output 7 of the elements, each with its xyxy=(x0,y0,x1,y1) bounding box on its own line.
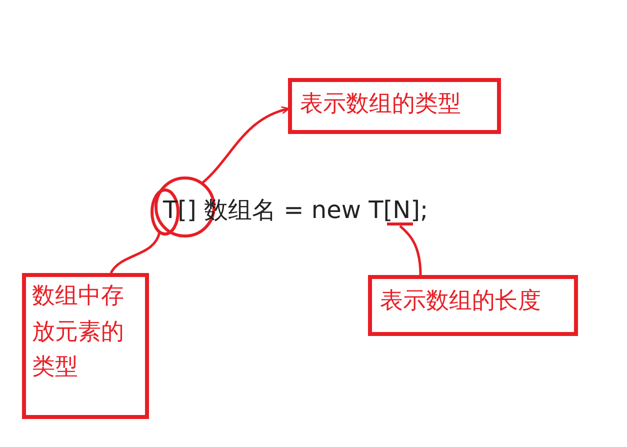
annotation-box: 表示数组的长度 xyxy=(368,275,578,336)
underline-mark xyxy=(387,222,413,226)
arrow xyxy=(201,106,290,184)
leader-line xyxy=(110,232,161,274)
leader-line xyxy=(399,225,422,276)
annotation-box: 表示数组的类型 xyxy=(288,78,501,134)
annotation-box: 数组中存放元素的类型 xyxy=(22,273,149,419)
